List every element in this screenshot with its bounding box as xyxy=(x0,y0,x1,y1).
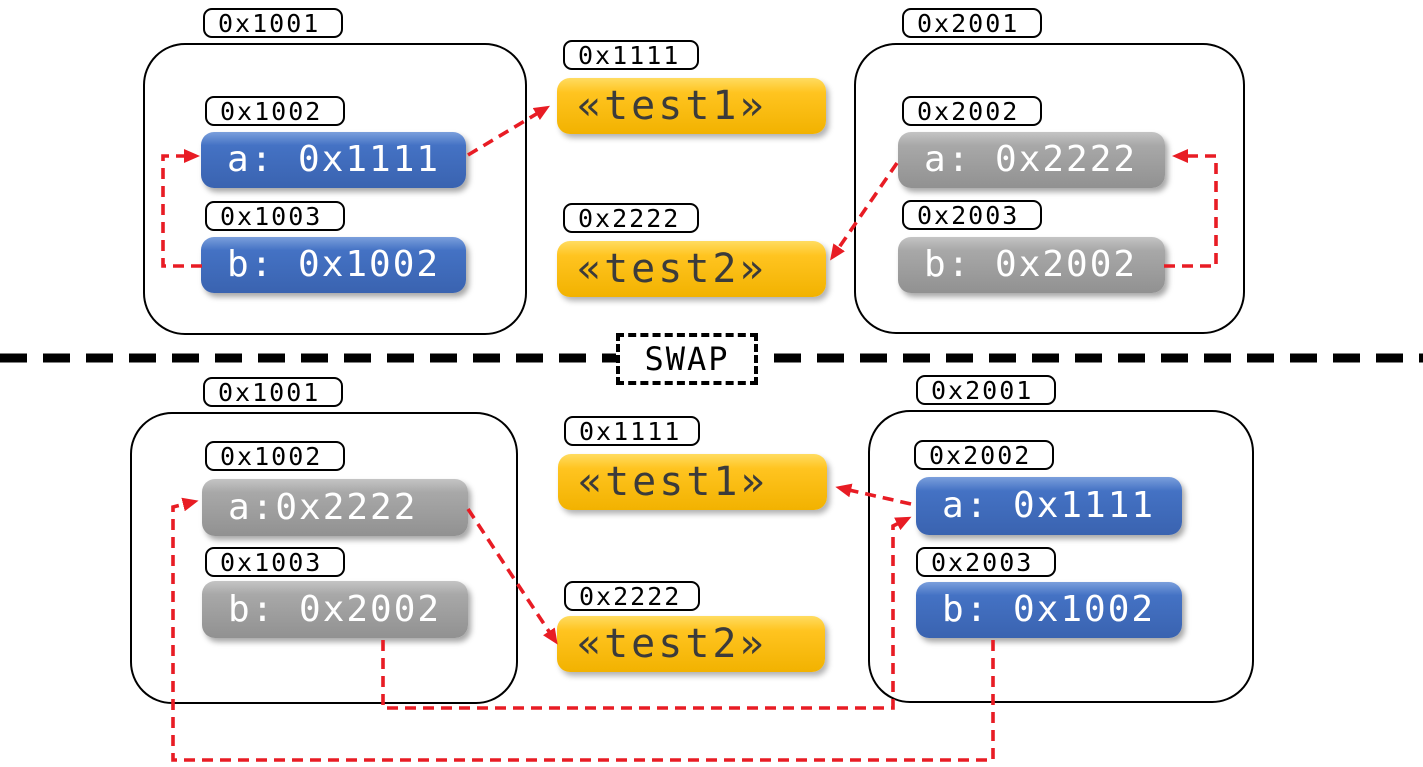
string-address-tab: 0x1111 xyxy=(564,416,700,446)
var-box-a: a:0x2222 xyxy=(202,479,468,536)
string-box-test1: «test1» xyxy=(558,454,827,510)
slot-address-tab: 0x2003 xyxy=(916,547,1056,577)
var-box-b: b: 0x2002 xyxy=(898,237,1165,293)
slot-address-tab: 0x2003 xyxy=(902,200,1042,230)
slot-address-tab: 0x1002 xyxy=(205,96,345,126)
swap-label-box: SWAP xyxy=(616,333,758,385)
string-address-tab: 0x2222 xyxy=(564,581,700,611)
slot-address-tab: 0x1003 xyxy=(205,547,345,577)
slot-address-tab: 0x1002 xyxy=(205,441,345,471)
var-box-a: a: 0x2222 xyxy=(898,132,1165,188)
slot-address-tab: 0x1003 xyxy=(205,201,345,231)
var-box-a: a: 0x1111 xyxy=(916,477,1182,535)
string-address-tab: 0x1111 xyxy=(563,40,699,70)
frame-address-tab: 0x1001 xyxy=(203,8,343,38)
string-box-test2: «test2» xyxy=(557,241,826,297)
var-box-b: b: 0x1002 xyxy=(201,237,466,293)
slot-address-tab: 0x2002 xyxy=(914,440,1054,470)
string-box-test2: «test2» xyxy=(557,616,825,672)
var-box-b: b: 0x1002 xyxy=(916,582,1182,638)
string-box-test1: «test1» xyxy=(557,78,826,134)
string-address-tab: 0x2222 xyxy=(563,203,699,233)
slot-address-tab: 0x2002 xyxy=(902,96,1042,126)
var-box-b: b: 0x2002 xyxy=(202,581,468,638)
var-box-a: a: 0x1111 xyxy=(201,132,466,188)
frame-address-tab: 0x1001 xyxy=(203,377,343,407)
frame-address-tab: 0x2001 xyxy=(902,8,1042,38)
frame-address-tab: 0x2001 xyxy=(916,375,1056,405)
